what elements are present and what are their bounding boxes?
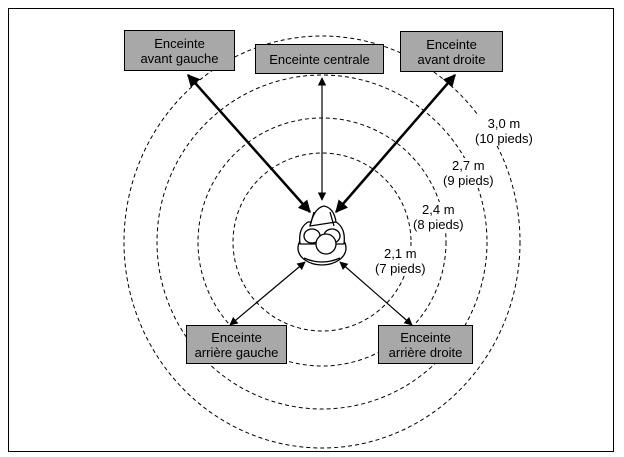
- distance-3-0m-feet: (10 pieds): [475, 131, 533, 146]
- speaker-rear-right-label-2: arrière droite: [388, 344, 463, 360]
- distance-label-3-0m: 3,0 m (10 pieds): [474, 116, 534, 146]
- arrow-front-right: [335, 74, 456, 213]
- speaker-front-right-label-1: Enceinte: [426, 36, 477, 52]
- distance-circle-3-0m: [123, 35, 521, 449]
- speaker-front-left-label-2: avant gauche: [140, 50, 219, 66]
- speaker-rear-left-label-2: arrière gauche: [194, 344, 279, 360]
- distance-2-7m-meters: 2,7 m: [452, 158, 485, 173]
- speaker-front-right-label-2: avant droite: [417, 51, 486, 67]
- speaker-center-label: Enceinte centrale: [269, 51, 370, 67]
- distance-2-1m-feet: (7 pieds): [375, 261, 426, 276]
- speaker-front-left-label-1: Enceinte: [154, 35, 205, 51]
- speaker-center: Enceinte centrale: [255, 44, 384, 74]
- speaker-front-left: Enceinte avant gauche: [124, 30, 235, 71]
- listener-icon: [297, 205, 347, 266]
- distance-label-2-1m: 2,1 m (7 pieds): [374, 246, 427, 276]
- speaker-front-right: Enceinte avant droite: [400, 31, 503, 72]
- speaker-rear-left-label-1: Enceinte: [211, 329, 262, 345]
- distance-label-2-4m: 2,4 m (8 pieds): [412, 202, 465, 232]
- arrow-rear-right: [339, 261, 413, 326]
- distance-2-4m-feet: (8 pieds): [413, 217, 464, 232]
- distance-2-4m-meters: 2,4 m: [422, 202, 455, 217]
- arrow-rear-left: [229, 261, 306, 326]
- distance-3-0m-meters: 3,0 m: [487, 116, 521, 131]
- speaker-rear-right: Enceinte arrière droite: [378, 325, 473, 364]
- arrow-front-left: [187, 74, 311, 213]
- distance-label-2-7m: 2,7 m (9 pieds): [442, 158, 495, 188]
- speaker-rear-left: Enceinte arrière gauche: [186, 325, 287, 364]
- distance-circle-2-7m: [156, 74, 488, 410]
- distance-2-7m-feet: (9 pieds): [443, 173, 494, 188]
- speaker-rear-right-label-1: Enceinte: [400, 329, 451, 345]
- distance-circle-2-1m: [232, 152, 412, 332]
- distance-2-1m-meters: 2,1 m: [384, 246, 417, 261]
